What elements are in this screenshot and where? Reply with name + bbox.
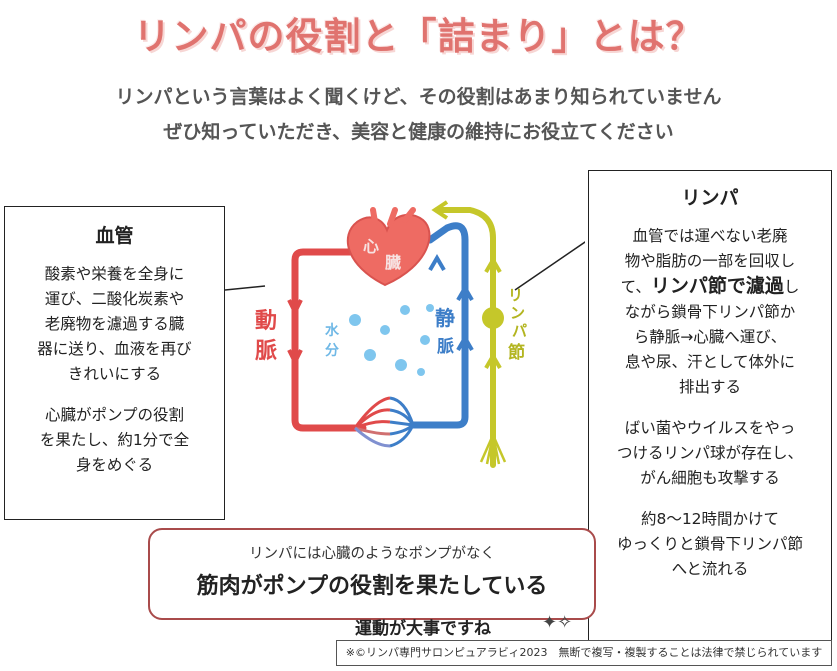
exercise-message: 運動が大事ですね — [355, 619, 491, 639]
vein-path — [409, 222, 469, 429]
heart-label-2: 臓 — [385, 253, 401, 272]
artery-label-2: 脈 — [255, 339, 277, 364]
heart-label-1: 心 — [363, 237, 379, 256]
lymph-desc-2: ばい菌やウイルスをやっ つけるリンパ球が存在し、 がん細胞も攻撃する — [616, 419, 803, 487]
lymph-node-label-1: リ — [508, 286, 523, 304]
pump-main-message: 筋肉がポンプの役割を果たしている — [196, 574, 548, 599]
sparkle-icon: ✦✧ — [542, 612, 573, 633]
blood-vessel-box: 血管 酸素や栄養を全身に 運び、二酸化炭素や 老廃物を濾過する臓 器に送り、血液… — [4, 206, 225, 520]
lymph-arrow-top — [431, 200, 449, 220]
lymph-desc-3: 約8～12時間かけて ゆっくりと鎖骨下リンパ節 へと流れる — [616, 510, 803, 578]
blood-vessel-title: 血管 — [95, 225, 134, 247]
lymph-node-label-4: 節 — [507, 342, 525, 363]
vein-arrow-3 — [428, 254, 446, 272]
vein-arrow-2 — [456, 334, 474, 352]
lymph-node-icon — [482, 307, 504, 329]
intro-line-1: リンパという言葉はよく聞くけど、その役割はあまり知られていません — [115, 86, 722, 108]
page-title: リンパの役割と「詰まり」とは？ — [133, 15, 704, 58]
left-connector-line — [225, 285, 266, 291]
water-droplets — [349, 304, 434, 376]
circulation-diagram: 心 臓 動 脈 静 脈 水 分 リ ン パ 節 — [225, 200, 585, 468]
artery-label-1: 動 — [255, 309, 277, 334]
vein-arrow-1 — [456, 284, 474, 302]
lymph-node-label-2: ン — [510, 304, 525, 322]
lymph-roots — [479, 434, 507, 465]
lymph-path — [434, 207, 496, 468]
right-connector-line — [514, 241, 585, 291]
vein-label-1: 静 — [435, 306, 455, 330]
water-label-1: 水 — [325, 322, 340, 339]
vein-label-2: 脈 — [437, 336, 454, 357]
capillary-bed — [353, 396, 415, 448]
pump-note: リンパには心臓のようなポンプがなく — [248, 546, 496, 562]
lymph-title: リンパ — [681, 187, 739, 209]
lymph-arrow-low — [484, 352, 502, 370]
intro-line-2: ぜひ知っていただき、美容と健康の維持にお役立てください — [163, 121, 674, 143]
heart-vessels — [370, 207, 416, 227]
lymph-node-label-3: パ — [512, 322, 527, 340]
pump-callout: リンパには心臓のようなポンプがなく 筋肉がポンプの役割を果たしている — [148, 528, 596, 620]
artery-arrow-top — [287, 299, 303, 317]
lymph-box: リンパ 血管では運べない老廃 物や脂肪の一部を回収し て、リンパ節で濾過し なが… — [588, 170, 832, 642]
lymph-desc-1: 血管では運べない老廃 物や脂肪の一部を回収し て、リンパ節で濾過し ながら鎖骨下… — [620, 227, 800, 396]
blood-vessel-desc-1: 酸素や栄養を全身に 運び、二酸化炭素や 老廃物を濾過する臓 器に送り、血液を再び… — [37, 265, 192, 383]
artery-path — [291, 248, 369, 432]
lymph-arrow-mid — [484, 256, 502, 274]
heart-icon — [346, 213, 431, 287]
blood-vessel-desc-2: 心臓がポンプの役割 を果たし、約1分で全 身をめぐる — [39, 406, 190, 474]
copyright-notice: ※©リンパ専門サロンピュアラビィ2023 無断で複写・複製することは法律で禁じら… — [336, 640, 832, 666]
water-label-2: 分 — [325, 343, 339, 359]
artery-arrow-bottom — [287, 349, 303, 367]
lymph-node-filter-emphasis: リンパ節で濾過 — [650, 275, 784, 297]
